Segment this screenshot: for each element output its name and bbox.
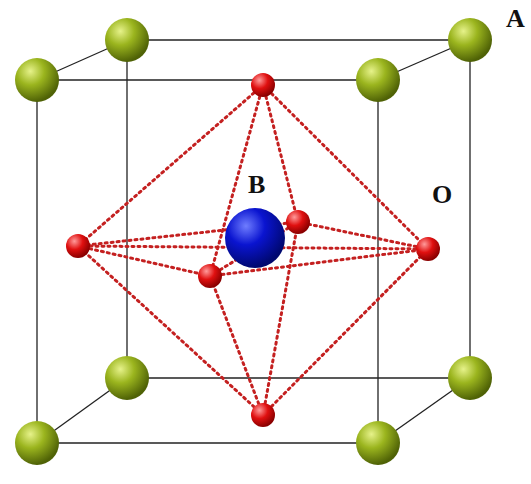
a-site-atom [356, 421, 400, 465]
oxygen-atom [198, 264, 222, 288]
oxygen-atom [416, 237, 440, 261]
cube-edges [37, 40, 470, 443]
a-site-atom [15, 58, 59, 102]
atoms [15, 18, 492, 465]
cube-edge [37, 442, 378, 443]
a-site-atom [448, 18, 492, 62]
octahedron-edges [78, 85, 428, 415]
cube-edge [127, 39, 470, 40]
cube-edge [469, 40, 470, 378]
octahedron-edge [298, 222, 428, 249]
cube-edge [126, 40, 127, 378]
cube-edge [37, 79, 378, 80]
cube-edge [36, 80, 37, 443]
a-site-atom [15, 421, 59, 465]
cube-edge [377, 80, 378, 443]
octahedron-edge [210, 276, 263, 415]
site-label: A [506, 6, 525, 32]
a-site-atom [356, 58, 400, 102]
octahedron-edge [78, 246, 210, 276]
a-site-atom [105, 18, 149, 62]
oxygen-atom [286, 210, 310, 234]
site-label: B [248, 172, 265, 198]
octahedron-edge [78, 246, 263, 415]
a-site-atom [105, 356, 149, 400]
octahedron-edge [263, 85, 298, 222]
oxygen-atom [66, 234, 90, 258]
b-site-atom [225, 208, 285, 268]
oxygen-atom [251, 73, 275, 97]
oxygen-atom [251, 403, 275, 427]
a-site-atom [448, 356, 492, 400]
octahedron-edge [263, 85, 428, 249]
site-label: O [432, 182, 452, 208]
